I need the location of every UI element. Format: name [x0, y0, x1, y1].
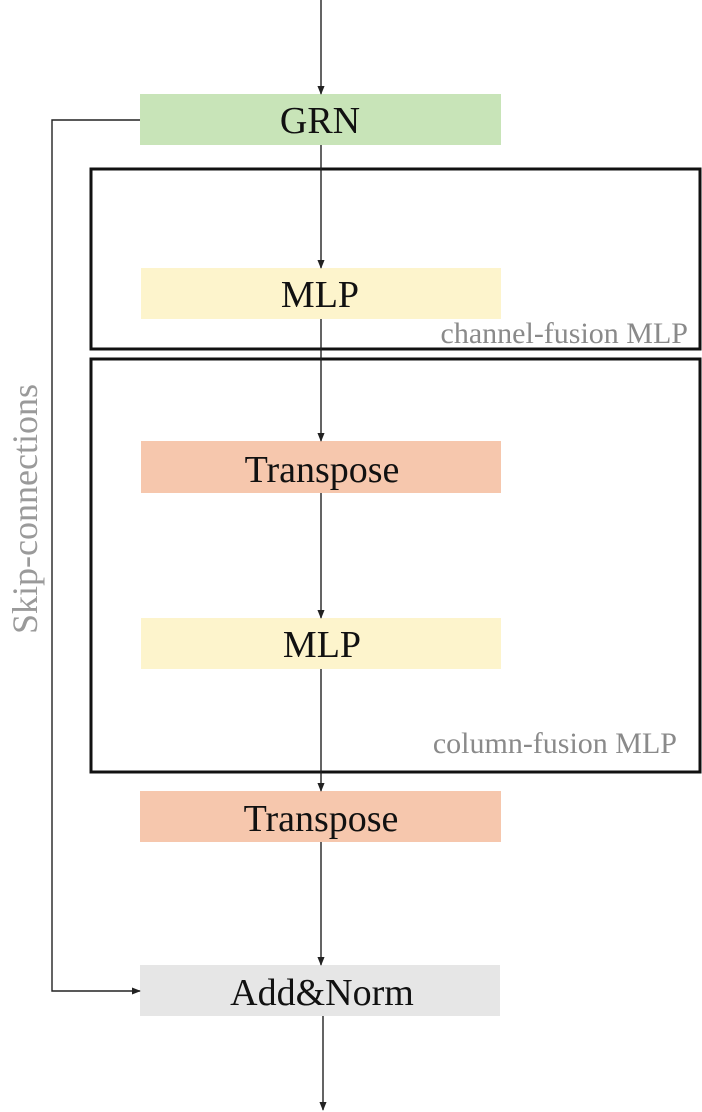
transpose-column-block — [141, 441, 501, 493]
mlp-column-block — [141, 618, 501, 669]
skip-connection-arrow — [51, 119, 141, 995]
column-fusion-label: column-fusion MLP — [433, 727, 677, 760]
mlp-channel-label: MLP — [281, 274, 359, 316]
transpose-out-block — [140, 791, 501, 842]
channel-fusion-label: channel-fusion MLP — [441, 317, 688, 350]
mlp-column-label: MLP — [283, 624, 361, 666]
grn-block — [140, 94, 501, 145]
transpose-out-label: Transpose — [244, 798, 399, 840]
mlp-channel-block — [141, 268, 501, 319]
skip-connections-label: Skip-connections — [5, 384, 45, 634]
transpose-column-label: Transpose — [245, 449, 400, 491]
column-fusion-frame — [89, 357, 702, 774]
grn-label: GRN — [280, 100, 360, 142]
add-norm-block — [140, 965, 500, 1016]
add-norm-label: Add&Norm — [230, 972, 414, 1014]
channel-fusion-frame — [89, 167, 702, 351]
